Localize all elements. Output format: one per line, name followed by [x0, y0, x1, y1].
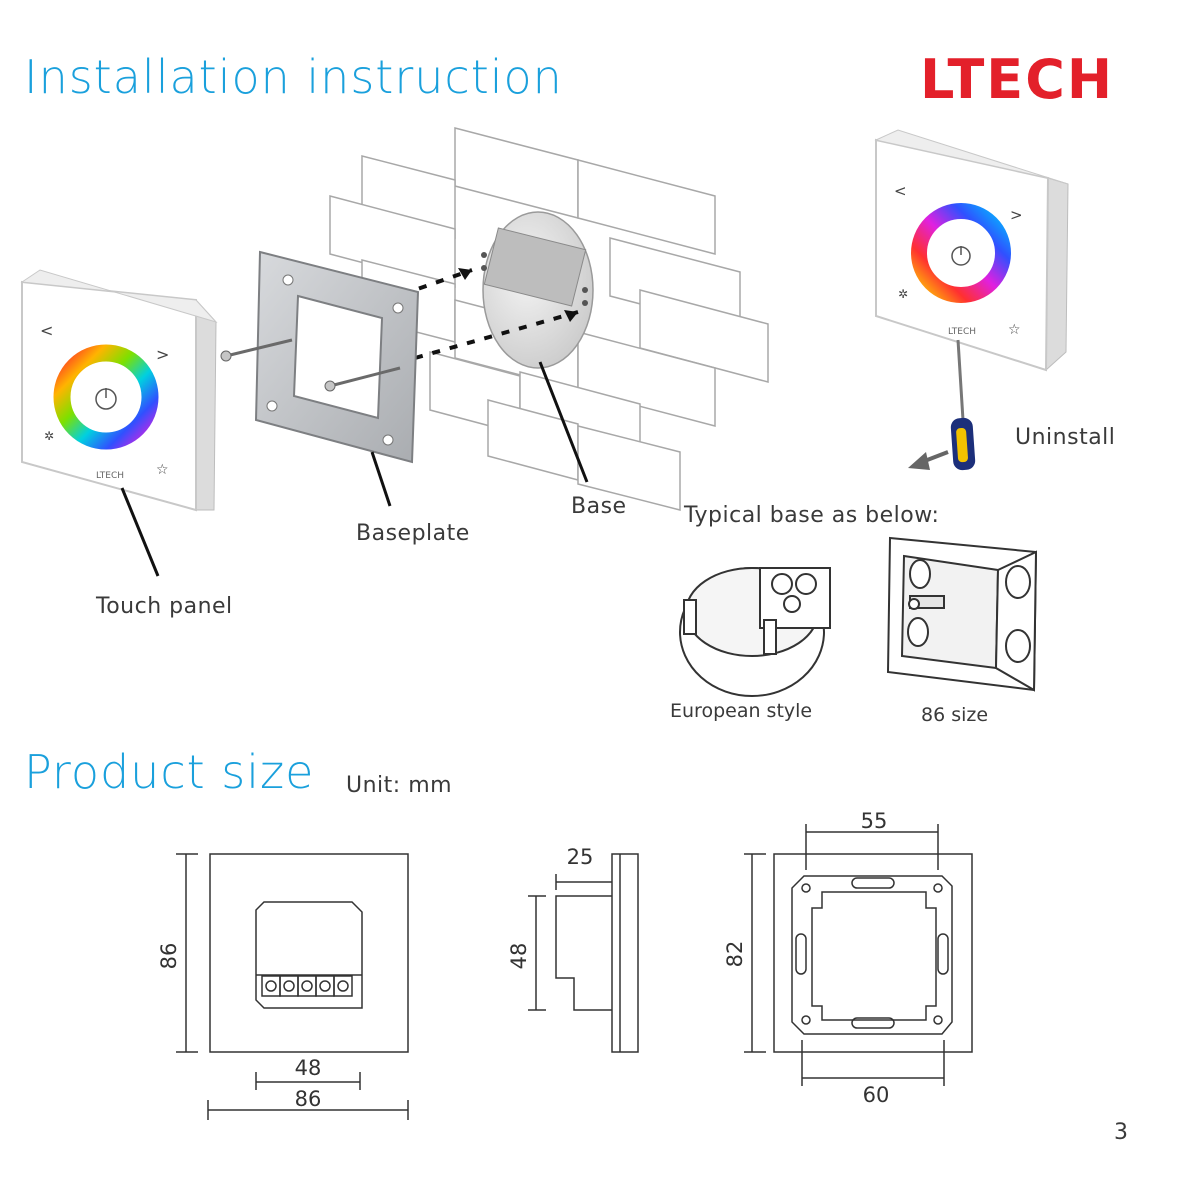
baseplate-leader	[370, 451, 392, 507]
baseplate-image	[254, 250, 420, 464]
product-size-heading: Product size	[24, 745, 315, 799]
panel-brand-text: LTECH	[96, 471, 124, 481]
front-width-dim: 86	[295, 1087, 322, 1111]
side-view	[528, 853, 639, 1053]
wall-base-box	[481, 211, 594, 369]
front-view	[176, 853, 409, 1120]
back-bottom-dim: 60	[863, 1083, 890, 1107]
svg-text:<: <	[40, 321, 53, 340]
product-size-drawings: 86 48 86 25 48 55 82 60	[157, 809, 973, 1120]
side-depth-dim: 25	[567, 845, 594, 869]
front-height-dim: 86	[157, 943, 181, 970]
screwdriver-icon	[950, 339, 976, 471]
side-height-dim: 48	[507, 943, 531, 970]
svg-text:✲: ✲	[44, 429, 54, 443]
installation-diagram: < > ✲ ☆ LTECH < > ✲ ☆ LTECH	[20, 127, 1069, 697]
back-top-dim: 55	[861, 809, 888, 833]
typical-base-label: Typical base as below:	[684, 503, 940, 528]
brick-wall	[329, 127, 769, 511]
size-86-label: 86 size	[921, 704, 989, 726]
touch-panel-image: < > ✲ ☆ LTECH	[20, 269, 218, 512]
back-view	[744, 824, 973, 1086]
ltech-logo: LTECH	[920, 48, 1115, 111]
back-height-dim: 82	[723, 941, 747, 968]
svg-text:☆: ☆	[1008, 322, 1021, 338]
uninstall-panel-image: < > ✲ ☆ LTECH	[874, 129, 1069, 372]
unit-label: Unit: mm	[346, 773, 453, 798]
svg-text:>: >	[1010, 206, 1023, 224]
european-box-image	[679, 567, 831, 697]
svg-text:<: <	[894, 182, 907, 200]
box-86-image	[886, 536, 1038, 692]
baseplate-label: Baseplate	[356, 521, 470, 546]
installation-heading: Installation instruction	[24, 50, 563, 104]
european-style-label: European style	[670, 700, 813, 722]
screws	[225, 338, 401, 388]
uninstall-label: Uninstall	[1015, 425, 1116, 450]
touch-panel-label: Touch panel	[96, 594, 233, 619]
svg-text:☆: ☆	[156, 462, 169, 478]
svg-text:>: >	[156, 345, 169, 364]
base-label: Base	[571, 494, 627, 519]
base-leader	[538, 361, 589, 483]
page-number: 3	[1114, 1120, 1128, 1145]
svg-text:✲: ✲	[898, 287, 908, 301]
front-inner-width-dim: 48	[295, 1056, 322, 1080]
svg-text:LTECH: LTECH	[948, 327, 976, 337]
touch-panel-leader	[120, 487, 160, 577]
